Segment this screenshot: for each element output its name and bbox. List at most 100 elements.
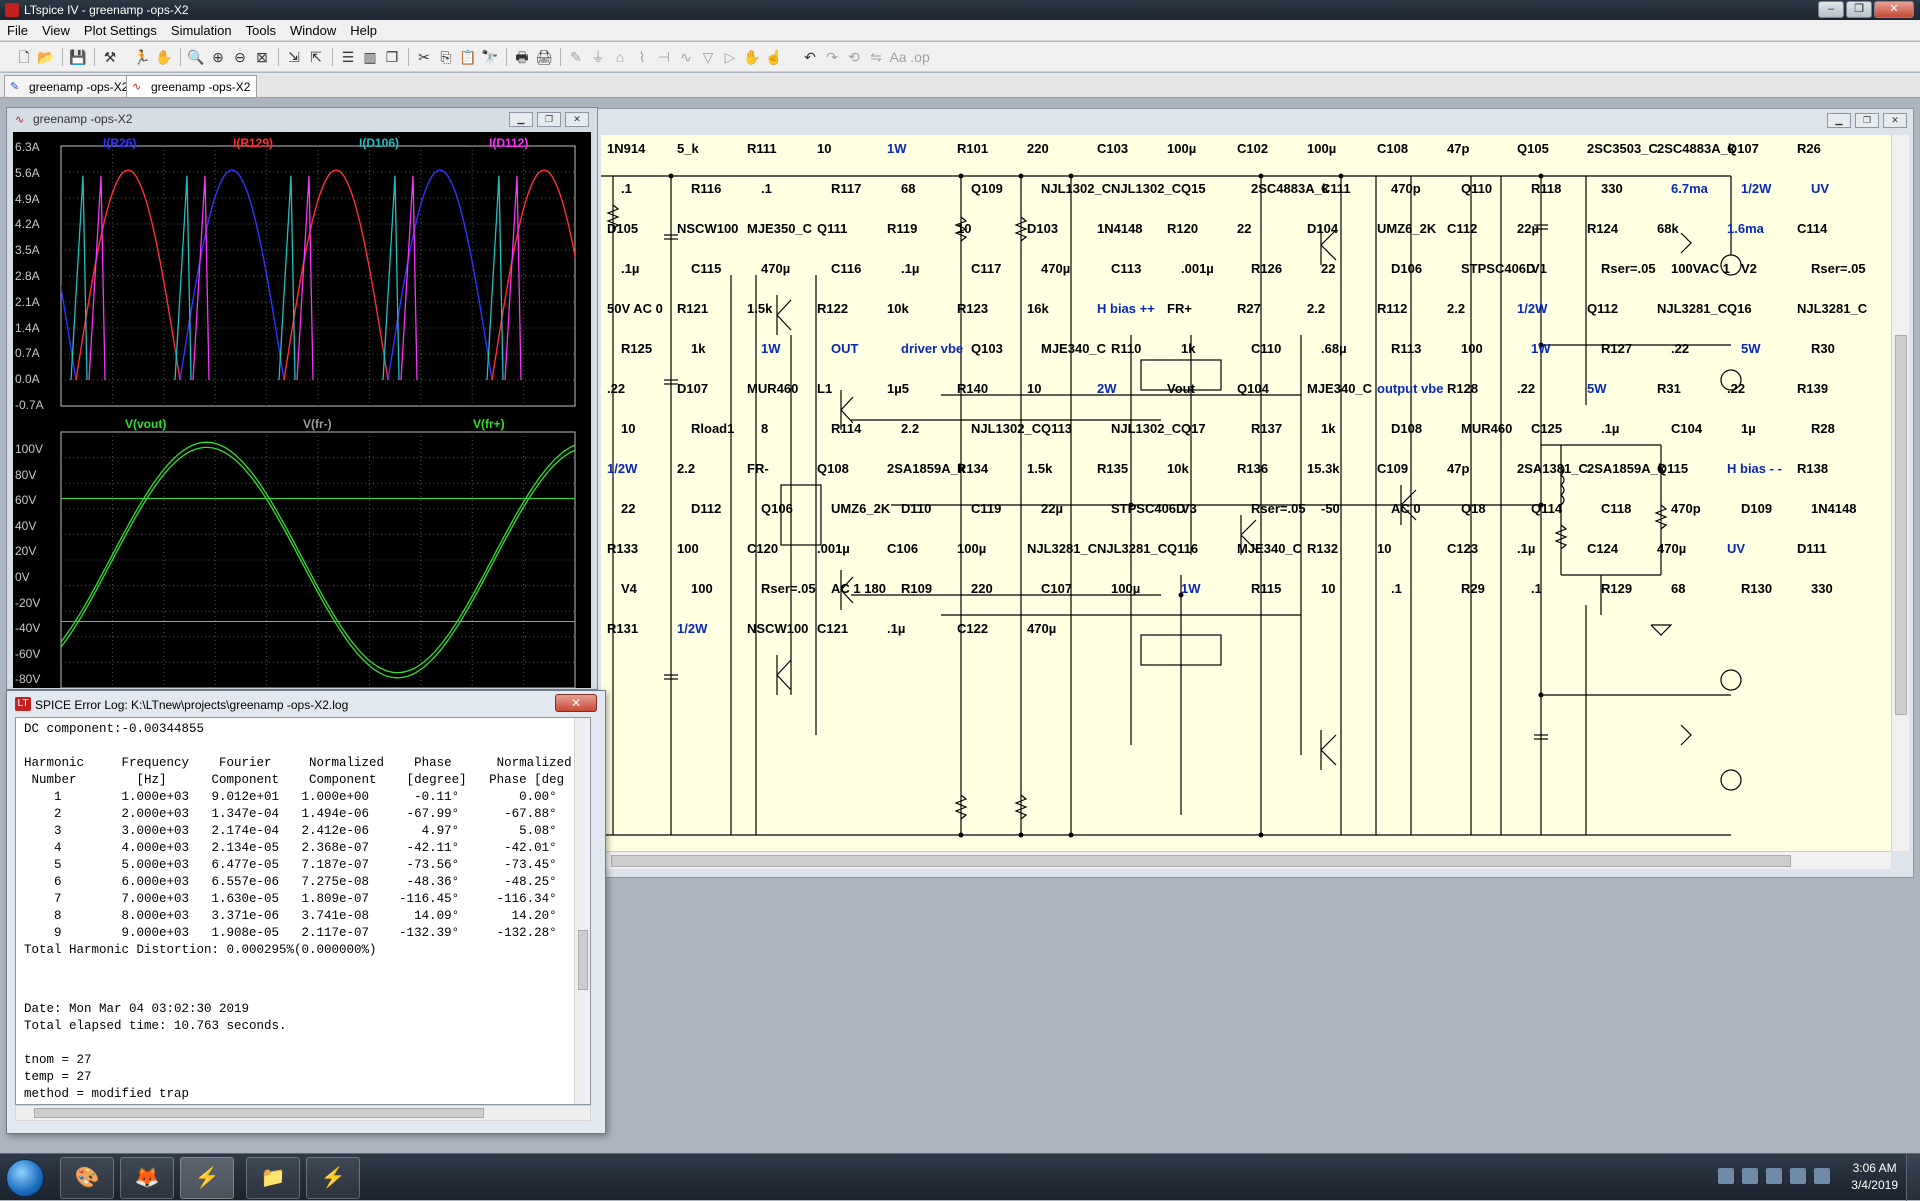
diode-icon[interactable]: ▽ — [702, 49, 714, 65]
run-icon[interactable]: 🏃 — [133, 49, 151, 65]
schematic-label[interactable]: C102 — [1237, 141, 1269, 156]
schematic-label[interactable]: .1µ — [1601, 421, 1620, 436]
zoom-out-icon[interactable]: ⊖ — [234, 49, 246, 65]
schematic-label[interactable]: 2SA1381_C — [1517, 461, 1588, 476]
schematic-label[interactable]: Rload1 — [691, 421, 735, 436]
schematic-label[interactable]: 1/2W — [677, 621, 708, 636]
schematic-label[interactable]: R30 — [1811, 341, 1835, 356]
schematic-label[interactable]: .22 — [1671, 341, 1690, 356]
schematic-label[interactable]: C117 — [971, 261, 1002, 276]
display-icon[interactable] — [1790, 1168, 1806, 1184]
trace-label-i-d106[interactable]: I(D106) — [359, 136, 400, 150]
tile-horizontal-icon[interactable]: ☰ — [341, 49, 355, 65]
schematic-label[interactable]: 16k — [1027, 301, 1049, 316]
schematic-label[interactable]: 10 — [1377, 541, 1392, 556]
schematic-label[interactable]: V3 — [1181, 501, 1197, 516]
schematic-label[interactable]: 1W — [1181, 581, 1201, 596]
menu-simulation[interactable]: Simulation — [170, 23, 232, 38]
schematic-label[interactable]: 100µ — [1307, 141, 1337, 156]
schematic-label[interactable]: 1W — [887, 141, 907, 156]
show-desktop-button[interactable] — [1906, 1154, 1920, 1201]
schematic-label[interactable]: 10 — [1321, 581, 1336, 596]
schematic-label[interactable]: D112 — [691, 501, 722, 516]
menu-view[interactable]: View — [41, 23, 70, 38]
schematic-label[interactable]: 2SA1859A_k — [887, 461, 966, 476]
schematic-label[interactable]: 10 — [1027, 381, 1042, 396]
schematic-label[interactable]: 330 — [1601, 181, 1623, 196]
schematic-label[interactable]: R128 — [1447, 381, 1479, 396]
schematic-label[interactable]: L1 — [817, 381, 833, 396]
schematic-label[interactable]: 1.5k — [747, 301, 773, 316]
schematic-label[interactable]: .1µ — [901, 261, 920, 276]
schematic-horizontal-scrollbar[interactable] — [601, 851, 1891, 869]
schematic-label[interactable]: 22µ — [1517, 221, 1539, 236]
schematic-label[interactable]: R101 — [957, 141, 989, 156]
schematic-label[interactable]: R31 — [1657, 381, 1681, 396]
schematic-label[interactable]: 2.2 — [1447, 301, 1466, 316]
schematic-label[interactable]: 2SC4883A_k — [1251, 181, 1330, 196]
schematic-label[interactable]: C104 — [1671, 421, 1703, 436]
schematic-label[interactable]: MUR460 — [1461, 421, 1513, 436]
schematic-label[interactable]: -50 — [1321, 501, 1340, 516]
schematic-label[interactable]: C125 — [1531, 421, 1563, 436]
schematic-label[interactable]: C108 — [1377, 141, 1409, 156]
schematic-label[interactable]: Q116 — [1167, 541, 1199, 556]
schematic-label[interactable]: R131 — [607, 621, 639, 636]
trace-label-v-fr-minus[interactable]: V(fr-) — [303, 417, 332, 431]
ground-icon[interactable]: ⏚ — [591, 49, 605, 65]
schematic-label[interactable]: .001µ — [817, 541, 850, 556]
restore-button[interactable]: ❐ — [1846, 1, 1872, 18]
schematic-label[interactable]: 10k — [1167, 461, 1189, 476]
scrollbar-thumb[interactable] — [34, 1108, 484, 1118]
minimize-button[interactable]: – — [1818, 1, 1844, 18]
schematic-label[interactable]: R124 — [1587, 221, 1619, 236]
schematic-label[interactable]: NJL3281_C — [1027, 541, 1098, 556]
schematic-label[interactable]: R129 — [1601, 581, 1633, 596]
cascade-icon[interactable]: ❐ — [385, 49, 399, 65]
schematic-vertical-scrollbar[interactable] — [1891, 135, 1909, 851]
schematic-label[interactable]: OUT — [831, 341, 859, 356]
schematic-label[interactable]: C107 — [1041, 581, 1073, 596]
schematic-label[interactable]: 10 — [817, 141, 832, 156]
schematic-label[interactable]: MJE340_C — [1041, 341, 1107, 356]
schematic-label[interactable]: Q107 — [1727, 141, 1759, 156]
volume-icon[interactable] — [1814, 1168, 1830, 1184]
schematic-label[interactable]: 1/2W — [1517, 301, 1548, 316]
schematic-label[interactable]: R139 — [1797, 381, 1829, 396]
schematic-label[interactable]: R132 — [1307, 541, 1339, 556]
schematic-label[interactable]: 2.2 — [677, 461, 696, 476]
schematic-label[interactable]: 100 — [677, 541, 699, 556]
scrollbar-thumb[interactable] — [578, 930, 588, 990]
schematic-label[interactable]: 5W — [1587, 381, 1607, 396]
schematic-label[interactable]: MJE350_C — [747, 221, 813, 236]
schematic-label[interactable]: Q109 — [971, 181, 1003, 196]
autorange-icon[interactable]: ⇲ — [288, 49, 300, 65]
minimize-button[interactable]: ▁ — [509, 112, 533, 127]
schematic-label[interactable]: V4 — [621, 581, 637, 596]
schematic-label[interactable]: 6.7ma — [1671, 181, 1708, 196]
cut-icon[interactable]: ✂ — [418, 49, 430, 65]
schematic-label[interactable]: NJL3281_C — [1097, 541, 1168, 556]
schematic-label[interactable]: R29 — [1461, 581, 1485, 596]
scrollbar-thumb[interactable] — [1895, 335, 1907, 715]
schematic-label[interactable]: 470µ — [1027, 621, 1057, 636]
schematic-label[interactable]: R26 — [1797, 141, 1821, 156]
trace-label-i-r26[interactable]: I(R26) — [103, 136, 137, 150]
schematic-label[interactable]: R138 — [1797, 461, 1829, 476]
schematic-label[interactable]: R140 — [957, 381, 989, 396]
schematic-label[interactable]: Q112 — [1587, 301, 1619, 316]
schematic-label[interactable]: 1k — [1321, 421, 1336, 436]
schematic-label[interactable]: 68 — [1671, 581, 1686, 596]
winamp-button[interactable]: ⚡ — [306, 1157, 360, 1199]
schematic-label[interactable]: Vout — [1167, 381, 1195, 396]
schematic-label[interactable]: R27 — [1237, 301, 1261, 316]
schematic-label[interactable]: C111 — [1321, 181, 1351, 196]
schematic-label[interactable]: 100 — [691, 581, 713, 596]
schematic-label[interactable]: UMZ6_2K — [1377, 221, 1437, 236]
schematic-label[interactable]: UMZ6_2K — [831, 501, 891, 516]
schematic-label[interactable]: 22 — [1237, 221, 1252, 236]
restore-button[interactable]: ❐ — [1855, 113, 1879, 128]
schematic-label[interactable]: 1N914 — [607, 141, 646, 156]
schematic-label[interactable]: .1µ — [621, 261, 640, 276]
error-log-text[interactable]: DC component:-0.00344855 Harmonic Freque… — [15, 717, 591, 1105]
